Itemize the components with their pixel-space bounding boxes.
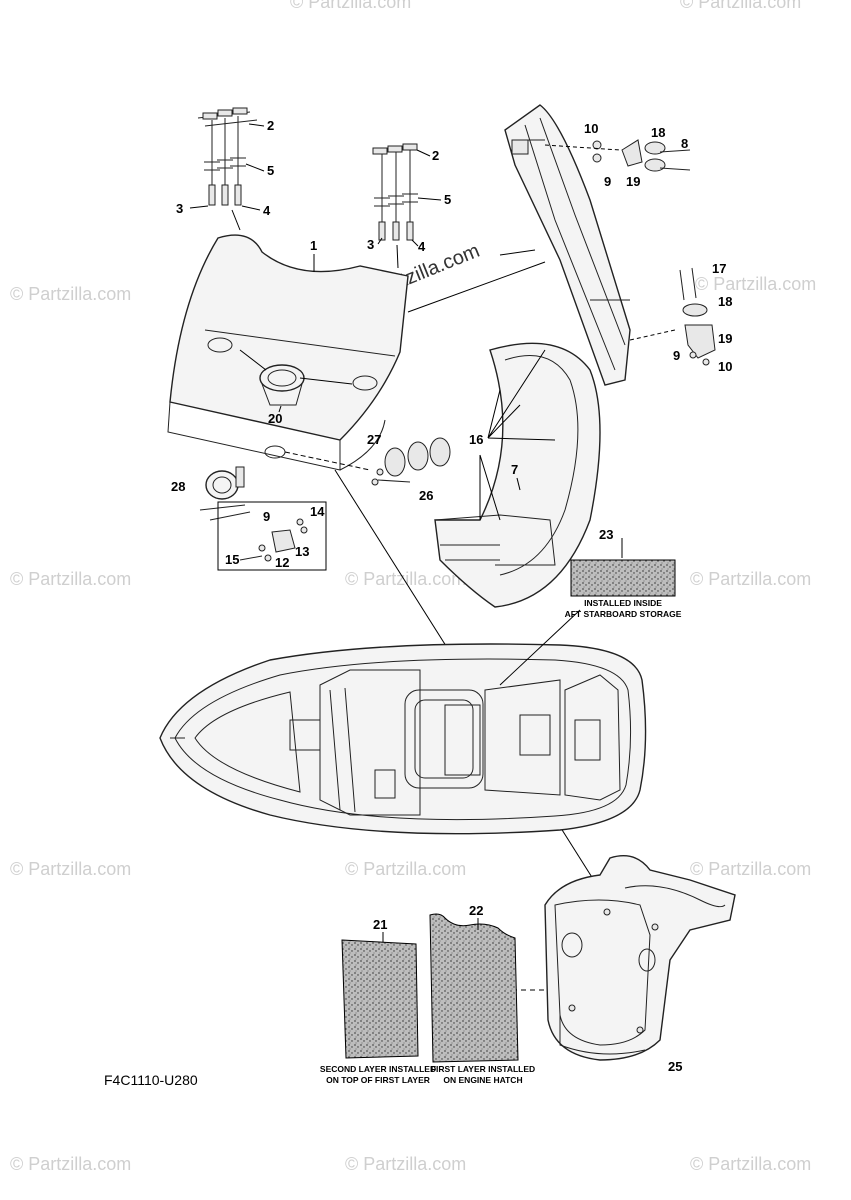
hinge-hardware-bottom [679,267,716,366]
callout-4b: 4 [418,239,426,254]
callout-17: 17 [712,261,726,276]
callout-15: 15 [225,552,239,567]
watermark: © Partzilla.com [345,569,466,589]
watermark: © Partzilla.com [10,284,131,304]
callout-13: 13 [295,544,309,559]
callout-5: 5 [267,163,274,178]
callout-10: 10 [584,121,598,136]
watermark: © Partzilla.com [680,0,801,12]
caption-22-line1: FIRST LAYER INSTALLED [431,1064,535,1074]
caption-21-line2: ON TOP OF FIRST LAYER [326,1075,430,1085]
watermark: © Partzilla.com [690,569,811,589]
mats-21-22 [341,913,519,1063]
callout-7: 7 [511,462,518,477]
drain-plug-assembly [199,466,327,571]
boat-hull [159,643,647,835]
caption-21-line1: SECOND LAYER INSTALLED [320,1064,436,1074]
callout-4: 4 [263,203,271,218]
callout-20: 20 [268,411,282,426]
callout-24: 25 [668,1059,682,1074]
callout-3: 3 [176,201,183,216]
callout-26: 27 [367,432,381,447]
watermark: © Partzilla.com [290,0,411,12]
callout-14: 14 [310,504,325,519]
arch-frame [434,342,601,608]
watermark: © Partzilla.com [690,859,811,879]
hinge-hardware-top [592,139,691,172]
watermark: © Partzilla.com [10,859,131,879]
diagram-code: F4C1110-U280 [104,1072,198,1088]
callout-12: 12 [275,555,289,570]
watermark: © Partzilla.com [695,274,816,294]
callout-5b: 5 [444,192,451,207]
clip-assembly [371,437,451,486]
callout-8: 8 [681,136,688,151]
watermark: © Partzilla.com [10,1154,131,1174]
callout-27: 28 [171,479,185,494]
callout-9b: 9 [673,348,680,363]
callout-2b: 2 [432,148,439,163]
callout-labels: 2 5 3 4 2 5 3 4 1 10 9 18 8 19 17 18 19 … [171,118,732,1074]
callout-19: 19 [626,174,640,189]
callout-9c: 9 [263,509,270,524]
caption-23-line1: INSTALLED INSIDE [584,598,662,608]
watermark: © Partzilla.com [10,569,131,589]
watermark: © Partzilla.com [345,1154,466,1174]
callout-3b: 3 [367,237,374,252]
callout-9: 9 [604,174,611,189]
fastener-group-left [197,107,258,206]
console-panel [167,234,409,471]
callout-2: 2 [267,118,274,133]
callout-1: 1 [310,238,317,253]
callout-10b: 10 [718,359,732,374]
callout-19b: 19 [718,331,732,346]
callout-16: 16 [469,432,483,447]
callout-18b: 18 [718,294,732,309]
watermark: © Partzilla.com [345,859,466,879]
caption-23-line2: AFT STARBOARD STORAGE [565,609,682,619]
tower-leg [504,104,631,386]
callout-18: 18 [651,125,665,140]
callout-23: 23 [599,527,613,542]
mat-23 [499,538,676,686]
callout-25: 26 [419,488,433,503]
captions: INSTALLED INSIDE AFT STARBOARD STORAGE S… [104,598,682,1088]
callout-22: 22 [469,903,483,918]
watermark: © Partzilla.com [690,1154,811,1174]
caption-22-line2: ON ENGINE HATCH [443,1075,522,1085]
callout-21: 21 [373,917,387,932]
fastener-group-middle [372,143,418,241]
engine-hatch [544,855,736,1061]
